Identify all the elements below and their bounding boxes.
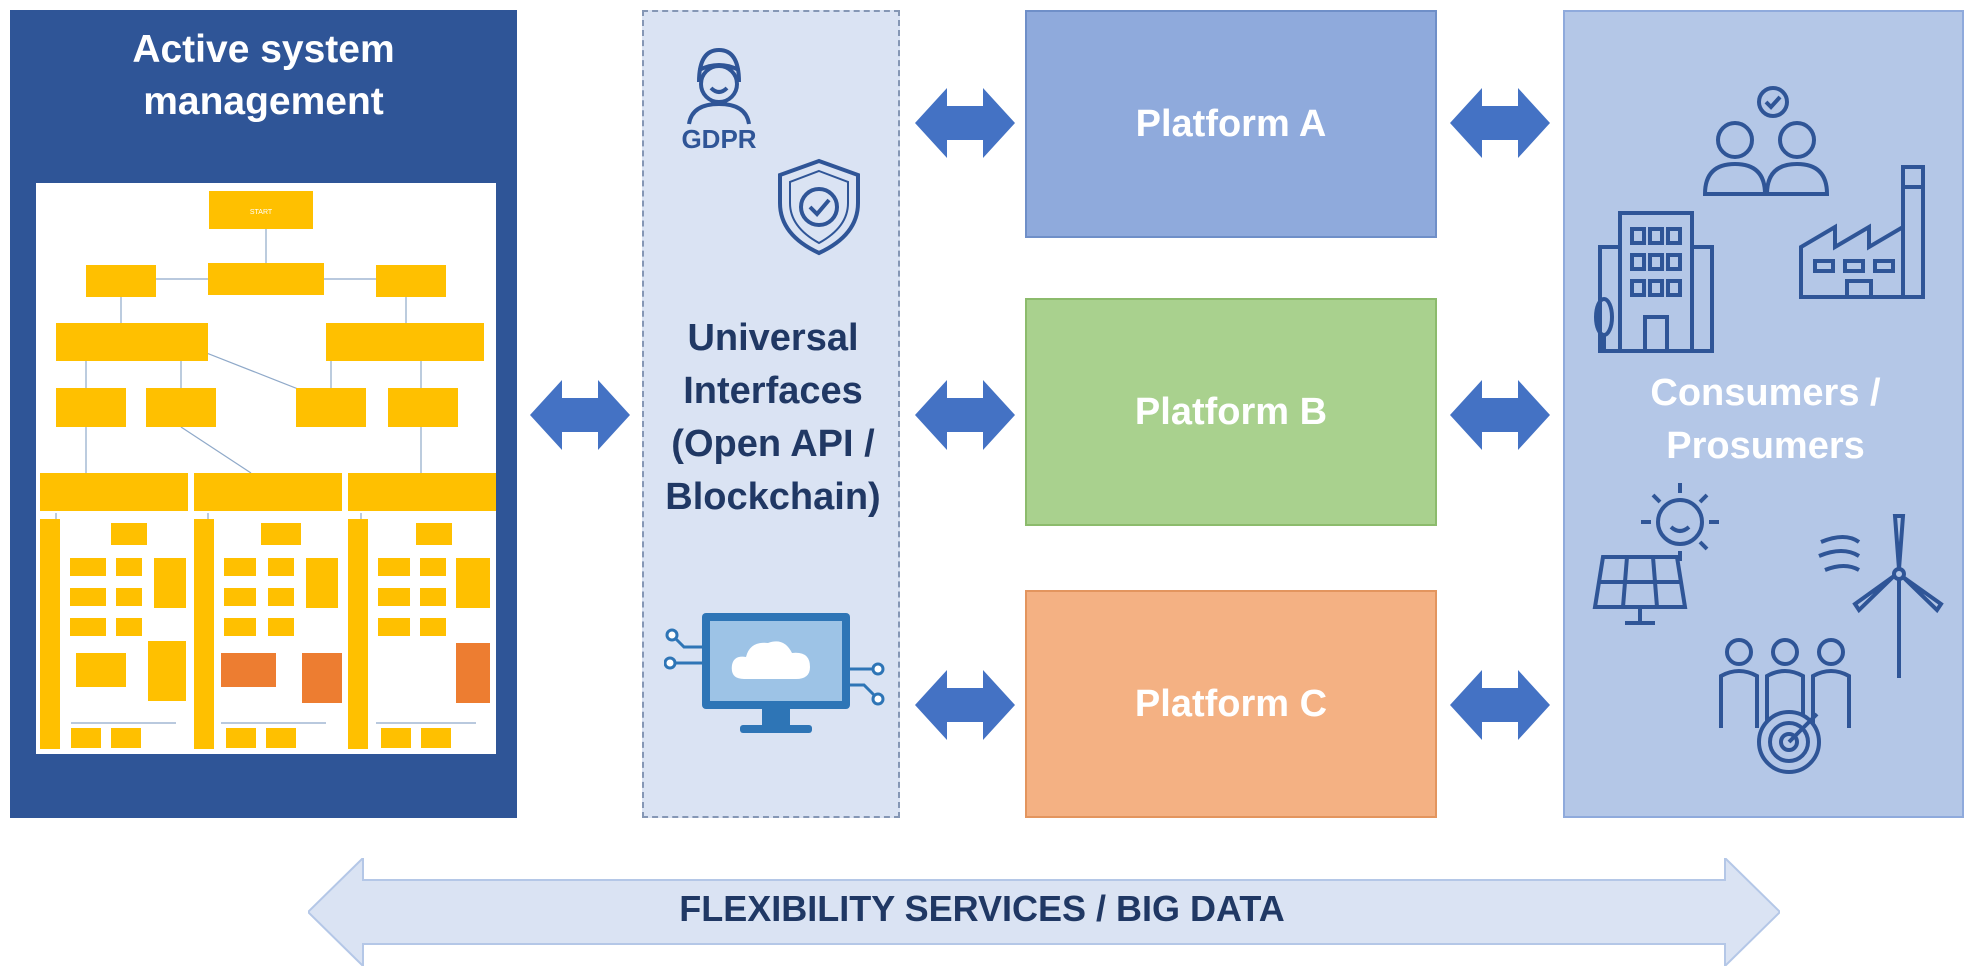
flow-yes-left-box [86, 265, 156, 297]
panel-title: Active system management [10, 24, 517, 128]
flow-c3-h [456, 643, 490, 703]
flow-mid-box-4 [388, 388, 458, 427]
flow-c3-top [416, 523, 452, 545]
cloud-computer-icon [664, 613, 885, 733]
flow-option-1 [40, 473, 188, 511]
flow-c2-d [224, 588, 256, 606]
flow-c3-e [420, 588, 446, 606]
platform-a-label: Platform A [1135, 102, 1327, 145]
flowchart-image: START [36, 183, 496, 754]
platform-a-box: Platform A [1025, 10, 1437, 238]
flexibility-arrow [308, 858, 1780, 966]
title-line-2: management [143, 80, 384, 123]
flow-c3-a [378, 558, 410, 576]
flow-mid-box-1 [56, 388, 126, 427]
team-target-icon [1719, 638, 1851, 774]
flow-option-right-box [326, 323, 484, 361]
flow-c2-j [226, 728, 256, 748]
flow-c1-c [154, 558, 186, 608]
universal-interfaces-panel: GDPR Universal Interfaces (Open API / Bl… [642, 10, 900, 818]
flow-c1-d [70, 588, 106, 606]
consumers-prosumers-label: Consumers / Prosumers [1565, 367, 1964, 473]
gdpr-person-icon: GDPR [681, 47, 757, 152]
flow-c3-k [421, 728, 451, 748]
flexibility-services-label: FLEXIBILITY SERVICES / BIG DATA [679, 888, 1285, 929]
flow-option-3 [348, 473, 496, 511]
flow-c1-f [70, 618, 106, 636]
flow-c1-k [111, 728, 141, 748]
double-arrow-interfaces-platform-c [915, 670, 1015, 740]
flow-c1-h [76, 653, 126, 687]
flow-c1-b [116, 558, 142, 576]
flow-c2-i [302, 653, 342, 703]
flow-c3-j [381, 728, 411, 748]
flow-column-bar-2 [194, 519, 214, 749]
flow-c3-b [420, 558, 446, 576]
factory-icon [1799, 165, 1925, 299]
platform-b-box: Platform B [1025, 298, 1437, 526]
flow-c3-c [456, 558, 490, 608]
title-line-1: Active system [132, 28, 395, 71]
flow-mid-box-3 [296, 388, 366, 427]
interfaces-line-3: (Open API / [671, 423, 875, 465]
flow-start-box [209, 191, 313, 229]
consumers-line-2: Prosumers [1666, 425, 1865, 467]
flow-c3-g [420, 618, 446, 636]
flowchart-diagram: START [40, 191, 496, 749]
flow-c1-i [148, 641, 186, 701]
flow-c3-f [378, 618, 410, 636]
people-check-icon [1702, 86, 1830, 196]
double-arrow-platform-a-consumers [1450, 88, 1550, 158]
flow-option-left-box [56, 323, 208, 361]
interfaces-line-1: Universal [687, 317, 859, 359]
solar-panel-sun-icon [1592, 483, 1719, 625]
flow-c2-k [266, 728, 296, 748]
flow-column-bar-1 [40, 519, 60, 749]
consumers-prosumers-panel: Consumers / Prosumers [1563, 10, 1964, 818]
flow-c2-h [221, 653, 276, 687]
wind-turbine-icon [1818, 514, 1944, 678]
platform-c-box: Platform C [1025, 590, 1437, 818]
flow-c2-top [261, 523, 301, 545]
consumers-line-1: Consumers / [1650, 372, 1881, 414]
interfaces-line-2: Interfaces [683, 370, 863, 412]
flow-decision-box [208, 263, 324, 295]
active-system-management-panel: Active system management [10, 10, 517, 818]
flow-mid-box-2 [146, 388, 216, 427]
flow-c3-d [378, 588, 410, 606]
flow-c1-j [71, 728, 101, 748]
flow-column-bar-3 [348, 519, 368, 749]
flow-option-2 [194, 473, 342, 511]
double-arrow-interfaces-platform-a [915, 88, 1015, 158]
platform-c-label: Platform C [1134, 682, 1328, 725]
flow-c1-a [70, 558, 106, 576]
platform-b-label: Platform B [1134, 390, 1328, 433]
interfaces-line-4: Blockchain) [665, 476, 881, 518]
building-icon [1594, 211, 1714, 353]
flow-c2-g [268, 618, 294, 636]
flow-start-text: START [250, 209, 273, 216]
flow-c2-e [268, 588, 294, 606]
double-arrow-platform-b-consumers [1450, 380, 1550, 450]
flow-c2-b [268, 558, 294, 576]
flow-c1-e [116, 588, 142, 606]
shield-check-icon [778, 158, 860, 256]
flow-c1-top [111, 523, 147, 545]
flow-c2-f [224, 618, 256, 636]
double-arrow-asm-interfaces [530, 380, 630, 450]
universal-interfaces-label: Universal Interfaces (Open API / Blockch… [644, 312, 902, 524]
flow-yes-right-box [376, 265, 446, 297]
gdpr-label: GDPR [681, 124, 756, 152]
flow-c2-a [224, 558, 256, 576]
double-arrow-platform-c-consumers [1450, 670, 1550, 740]
flow-c2-c [306, 558, 338, 608]
flow-c1-g [116, 618, 142, 636]
double-arrow-interfaces-platform-b [915, 380, 1015, 450]
